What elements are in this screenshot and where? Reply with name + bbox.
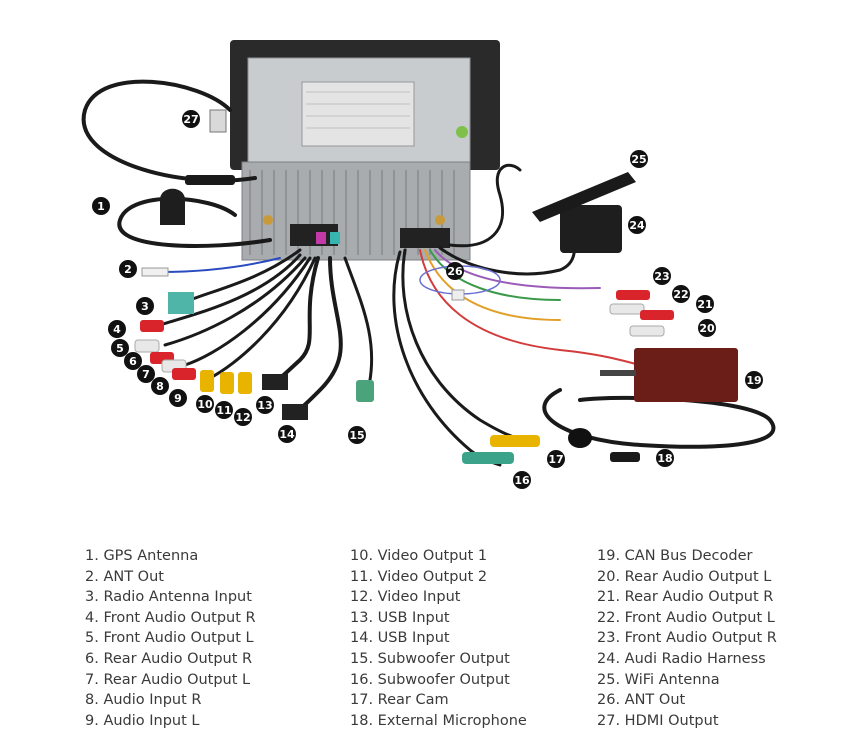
badge-18: 18 xyxy=(656,449,674,467)
wiring-diagram: 1 2 3 4 5 6 7 8 9 10 11 12 13 14 15 16 1… xyxy=(81,40,776,489)
svg-text:22: 22 xyxy=(673,288,688,301)
legend-item: 15. Subwoofer Output xyxy=(350,650,510,667)
legend-item: 25. WiFi Antenna xyxy=(597,671,720,688)
legend-item: 1. GPS Antenna xyxy=(85,548,199,564)
legend-column-2: 10. Video Output 1 11. Video Output 2 12… xyxy=(350,546,527,731)
legend-item: 16. Subwoofer Output xyxy=(350,671,510,688)
callout-badges: 1 2 3 4 5 6 7 8 9 10 11 12 13 14 15 16 1… xyxy=(92,110,763,489)
svg-text:26: 26 xyxy=(447,265,463,278)
legend: 1. GPS Antenna 2. ANT Out 3. Radio Anten… xyxy=(0,540,851,750)
svg-text:24: 24 xyxy=(629,219,645,232)
badge-26: 26 xyxy=(446,262,464,280)
connectors xyxy=(134,109,738,464)
legend-item: 6. Rear Audio Output R xyxy=(85,650,253,667)
svg-text:21: 21 xyxy=(697,298,712,311)
legend-column-1: 1. GPS Antenna 2. ANT Out 3. Radio Anten… xyxy=(85,546,256,731)
badge-17: 17 xyxy=(547,450,565,468)
legend-item: 22. Front Audio Output L xyxy=(597,609,775,626)
badge-16: 16 xyxy=(513,471,531,489)
badge-14: 14 xyxy=(278,425,296,443)
svg-text:3: 3 xyxy=(141,300,149,313)
badge-12: 12 xyxy=(234,408,252,426)
svg-text:10: 10 xyxy=(197,398,213,411)
badge-11: 11 xyxy=(215,401,233,419)
svg-text:6: 6 xyxy=(129,355,137,368)
badge-27: 27 xyxy=(182,110,200,128)
legend-item: 7. Rear Audio Output L xyxy=(85,671,251,688)
svg-text:23: 23 xyxy=(654,270,669,283)
svg-text:12: 12 xyxy=(235,411,250,424)
legend-item: 9. Audio Input L xyxy=(85,712,200,729)
badge-22: 22 xyxy=(672,285,690,303)
legend-item: 27. HDMI Output xyxy=(597,712,719,729)
svg-text:2: 2 xyxy=(124,263,132,276)
legend-item: 10. Video Output 1 xyxy=(350,548,488,564)
legend-item: 24. Audi Radio Harness xyxy=(597,650,766,667)
legend-item: 19. CAN Bus Decoder xyxy=(597,548,753,564)
legend-item: 13. USB Input xyxy=(350,609,450,626)
svg-text:4: 4 xyxy=(113,323,121,336)
svg-text:8: 8 xyxy=(156,380,164,393)
badge-8: 8 xyxy=(151,377,169,395)
badge-10: 10 xyxy=(196,395,214,413)
legend-column-3: 19. CAN Bus Decoder 20. Rear Audio Outpu… xyxy=(597,546,777,731)
badge-21: 21 xyxy=(696,295,714,313)
svg-text:1: 1 xyxy=(97,200,105,213)
legend-item: 2. ANT Out xyxy=(85,568,164,585)
badge-2: 2 xyxy=(119,260,137,278)
svg-text:25: 25 xyxy=(631,153,646,166)
svg-text:11: 11 xyxy=(216,404,231,417)
head-unit xyxy=(230,40,500,261)
badge-6: 6 xyxy=(124,352,142,370)
svg-text:14: 14 xyxy=(279,428,295,441)
svg-text:18: 18 xyxy=(657,452,672,465)
legend-item: 17. Rear Cam xyxy=(350,692,449,709)
legend-item: 8. Audio Input R xyxy=(85,692,202,709)
svg-text:17: 17 xyxy=(548,453,563,466)
legend-item: 18. External Microphone xyxy=(350,712,527,729)
badge-3: 3 xyxy=(136,297,154,315)
svg-text:20: 20 xyxy=(699,322,715,335)
badge-25: 25 xyxy=(630,150,648,168)
legend-item: 11. Video Output 2 xyxy=(350,568,488,585)
badge-7: 7 xyxy=(137,365,155,383)
svg-text:5: 5 xyxy=(116,342,124,355)
badge-13: 13 xyxy=(256,396,274,414)
legend-item: 12. Video Input xyxy=(350,589,461,606)
svg-text:13: 13 xyxy=(257,399,272,412)
legend-item: 14. USB Input xyxy=(350,630,450,647)
badge-20: 20 xyxy=(698,319,716,337)
legend-item: 23. Front Audio Output R xyxy=(597,630,777,647)
svg-text:7: 7 xyxy=(142,368,150,381)
svg-text:19: 19 xyxy=(746,374,761,387)
legend-item: 5. Front Audio Output L xyxy=(85,630,254,647)
legend-item: 21. Rear Audio Output R xyxy=(597,589,774,606)
legend-item: 26. ANT Out xyxy=(597,692,686,709)
badge-15: 15 xyxy=(348,426,366,444)
svg-text:15: 15 xyxy=(349,429,364,442)
badge-5: 5 xyxy=(111,339,129,357)
badge-1: 1 xyxy=(92,197,110,215)
svg-text:16: 16 xyxy=(514,474,530,487)
legend-item: 4. Front Audio Output R xyxy=(85,609,256,626)
badge-4: 4 xyxy=(108,320,126,338)
svg-text:27: 27 xyxy=(183,113,198,126)
badge-19: 19 xyxy=(745,371,763,389)
legend-item: 3. Radio Antenna Input xyxy=(85,589,252,606)
legend-item: 20. Rear Audio Output L xyxy=(597,568,772,585)
badge-23: 23 xyxy=(653,267,671,285)
svg-text:9: 9 xyxy=(174,392,182,405)
badge-9: 9 xyxy=(169,389,187,407)
badge-24: 24 xyxy=(628,216,646,234)
